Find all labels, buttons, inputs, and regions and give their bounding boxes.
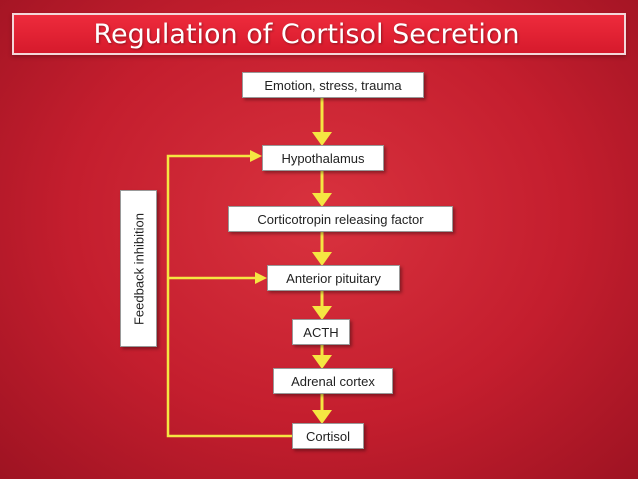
node-emotion-stress-trauma: Emotion, stress, trauma [242,72,424,98]
feedback-lines [166,154,292,438]
title-bar: Regulation of Cortisol Secretion [12,13,626,55]
arrowhead-6 [312,410,332,424]
node-adrenal-cortex: Adrenal cortex [273,368,393,394]
node-acth: ACTH [292,319,350,345]
feedback-arrowhead-pituitary [255,272,267,284]
arrowheads [312,132,332,424]
arrowhead-2 [312,193,332,207]
feedback-arrowhead-hypothalamus [250,150,262,162]
node-hypothalamus: Hypothalamus [262,145,384,171]
node-cortisol: Cortisol [292,423,364,449]
feedback-inhibition-box: Feedback inhibition [120,190,157,347]
arrowhead-4 [312,306,332,320]
feedback-line-main [166,154,292,438]
arrowhead-5 [312,355,332,369]
page-title: Regulation of Cortisol Secretion [93,18,520,50]
feedback-inhibition-label: Feedback inhibition [131,212,146,325]
feedback-arrowheads [250,150,267,284]
arrowhead-3 [312,252,332,266]
node-corticotropin-releasing-factor: Corticotropin releasing factor [228,206,453,232]
node-anterior-pituitary: Anterior pituitary [267,265,400,291]
arrowhead-1 [312,132,332,146]
